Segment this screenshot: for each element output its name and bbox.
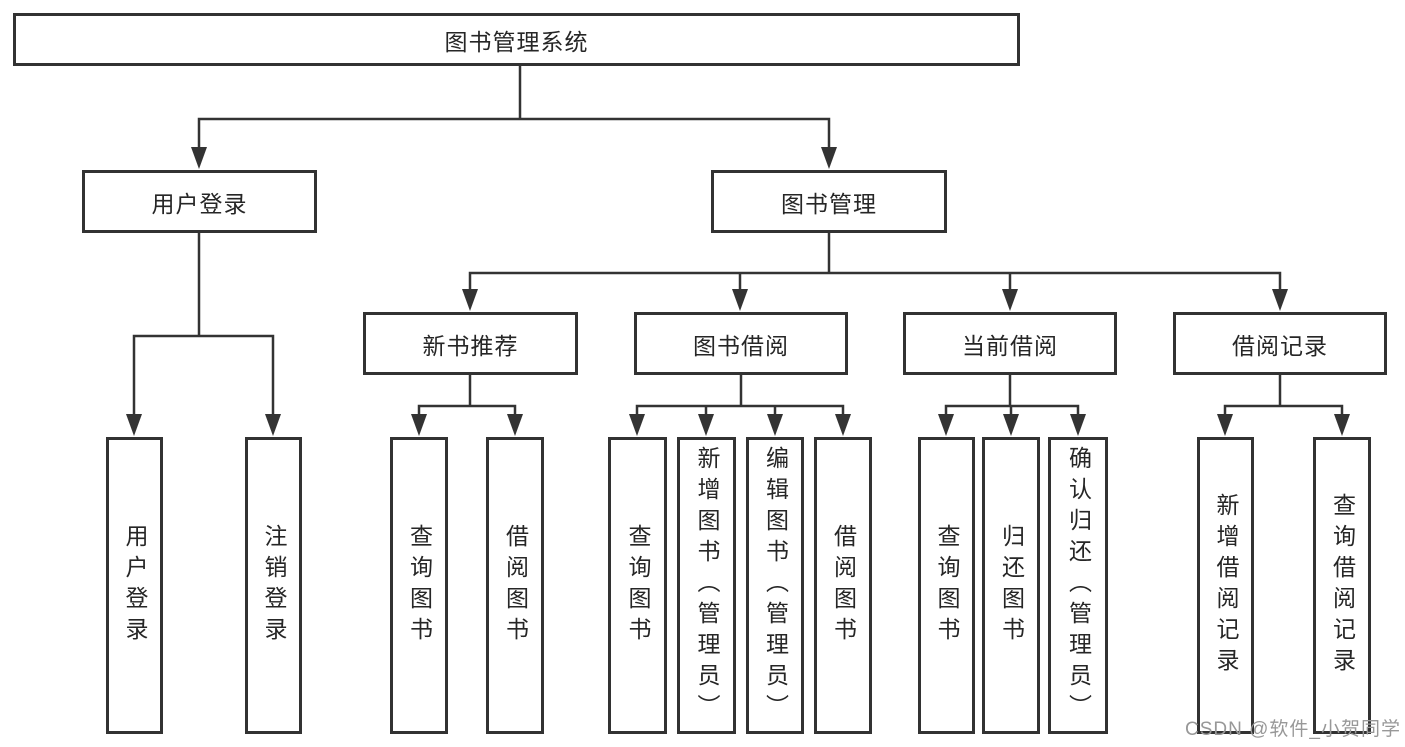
leaf-query-books-current: 查询图书	[918, 437, 975, 734]
leaf-user-login: 用户登录	[106, 437, 163, 734]
leaf-borrow-books-recommend: 借阅图书	[486, 437, 544, 734]
node-new-book-recommend: 新书推荐	[363, 312, 578, 375]
leaf-query-borrow-record: 查询借阅记录	[1313, 437, 1371, 734]
node-book-management: 图书管理	[711, 170, 947, 233]
node-book-borrowing: 图书借阅	[634, 312, 848, 375]
node-borrowing-records: 借阅记录	[1173, 312, 1387, 375]
node-user-login-module: 用户登录	[82, 170, 317, 233]
csdn-watermark: CSDN @软件_小贺同学	[1185, 719, 1401, 740]
leaf-add-borrow-record: 新增借阅记录	[1197, 437, 1254, 734]
leaf-borrow-books: 借阅图书	[814, 437, 872, 734]
node-current-borrowing: 当前借阅	[903, 312, 1117, 375]
arrowheads	[126, 147, 1350, 436]
leaf-confirm-return-admin: 确认归还（管理员）	[1048, 437, 1108, 734]
leaf-query-books-borrow: 查询图书	[608, 437, 667, 734]
leaf-logout: 注销登录	[245, 437, 302, 734]
leaf-query-books-recommend: 查询图书	[390, 437, 448, 734]
leaf-add-book-admin: 新增图书（管理员）	[677, 437, 736, 734]
leaf-edit-book-admin: 编辑图书（管理员）	[746, 437, 804, 734]
node-root: 图书管理系统	[13, 13, 1020, 66]
leaf-return-book: 归还图书	[982, 437, 1040, 734]
